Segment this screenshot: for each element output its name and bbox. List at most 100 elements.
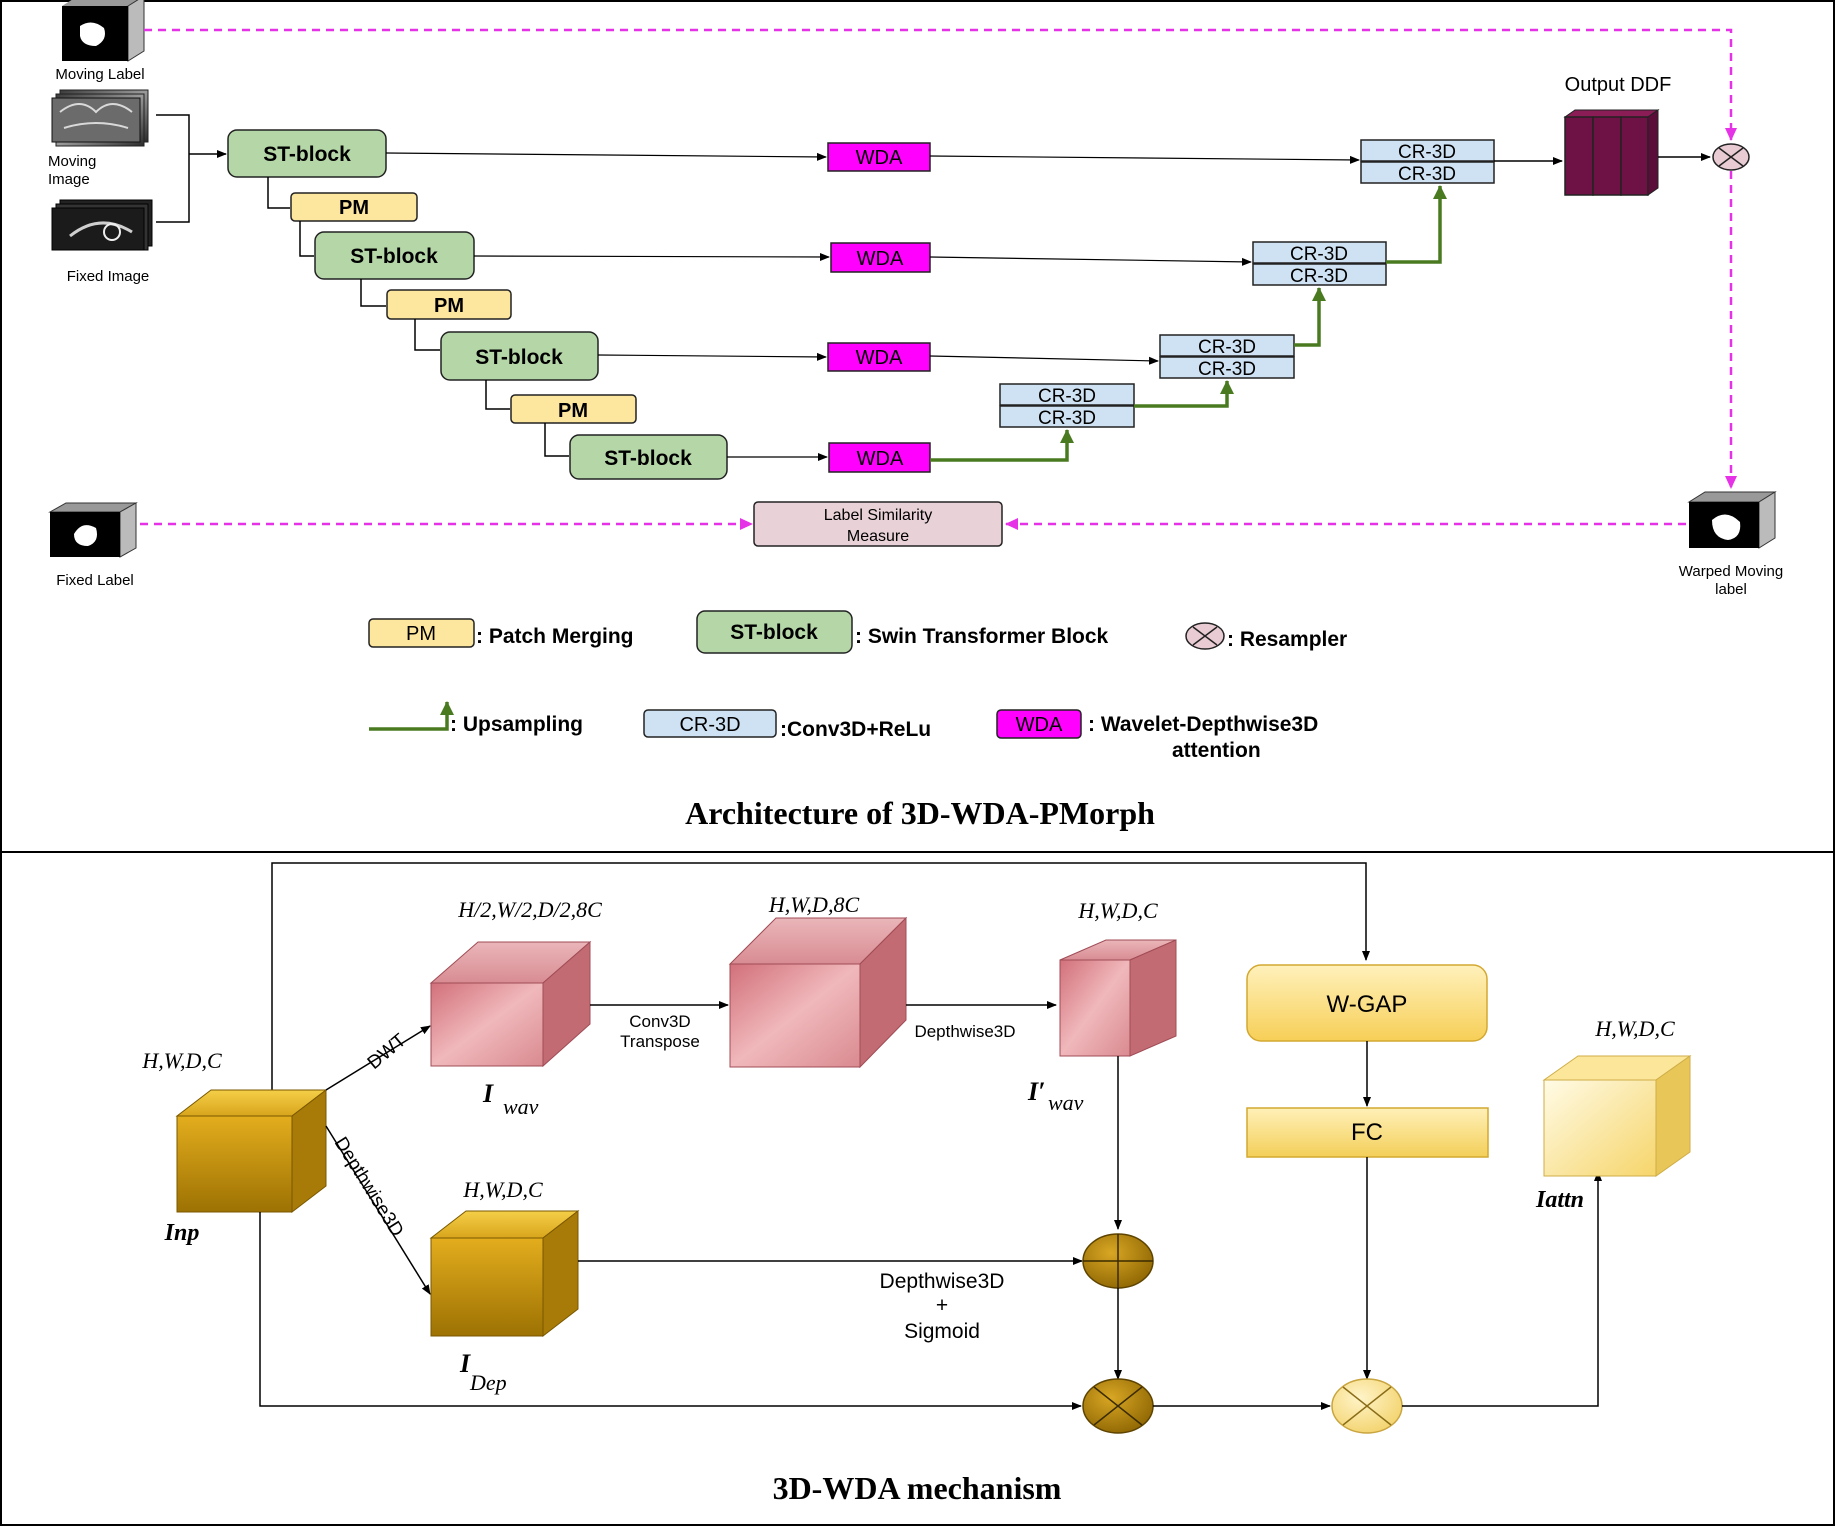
st-block-1: ST-block — [227, 129, 387, 178]
skip-line-to-wgap — [271, 862, 1370, 1090]
legend: PM : Patch Merging ST-block : Swin Trans… — [368, 610, 1347, 762]
legend-wda-swatch — [996, 709, 1082, 739]
legend-upsample-arrow — [369, 701, 454, 731]
label-similarity-box: Label Similarity Measure — [753, 501, 1003, 547]
label-iwavp-sub: wav — [1048, 1090, 1084, 1115]
cr3d-2a: CR-3D — [1290, 244, 1348, 265]
legend-wda-desc-2: attention — [1172, 739, 1261, 762]
fixed-image-stack — [51, 199, 153, 251]
wgap-box: W-GAP — [1246, 964, 1488, 1042]
cr3d-4a: CR-3D — [1038, 386, 1096, 407]
wgap-label: W-GAP — [1327, 991, 1408, 1018]
cube-idep — [429, 1209, 580, 1338]
cube-conv — [728, 916, 908, 1069]
legend-cr-swatch — [643, 709, 777, 738]
pm-box-1-label: PM — [339, 197, 369, 219]
connector-st3-pm3 — [485, 380, 510, 410]
fc-label: FC — [1351, 1119, 1383, 1146]
dim-wav: H/2,W/2,D/2,8C — [457, 897, 602, 922]
cr3d-4b: CR-3D — [1038, 408, 1096, 429]
wda-box-4-label: WDA — [857, 448, 904, 470]
moving-image-text-2: Image — [48, 171, 90, 188]
cr3d-pair-2: CR-3D CR-3D — [1252, 241, 1387, 287]
warped-label-text-1: Warped Moving — [1679, 563, 1784, 580]
dim-inp: H,W,D,C — [141, 1048, 222, 1073]
arrow-st2-wda2 — [473, 252, 830, 261]
bottom-panel-title: 3D-WDA mechanism — [773, 1470, 1062, 1506]
fixed-image-text: Fixed Image — [67, 268, 150, 285]
dep-sig-2: + — [936, 1294, 948, 1317]
cr3d-pair-3: CR-3D CR-3D — [1159, 334, 1295, 380]
arrow-wda1-cr1 — [929, 155, 1360, 164]
warped-label-volume — [1687, 491, 1777, 549]
label-similarity-2: Measure — [847, 528, 909, 545]
cr3d-1b: CR-3D — [1398, 164, 1456, 185]
wda-box-4: WDA — [828, 442, 931, 473]
connector-pm2-st3 — [414, 319, 440, 351]
upsample-arrow-2 — [1134, 380, 1234, 408]
label-iattn: Iattn — [1535, 1187, 1584, 1213]
legend-st-swatch — [696, 610, 853, 654]
wda-box-2-label: WDA — [857, 248, 904, 270]
moving-image-text-1: Moving — [48, 153, 96, 170]
label-iwav-sub: wav — [503, 1094, 539, 1119]
upsample-arrow-3 — [1294, 287, 1326, 347]
cube-inp — [175, 1088, 328, 1214]
input-merge-bracket — [156, 114, 190, 223]
wda-box-1-label: WDA — [856, 147, 903, 169]
st-block-4: ST-block — [569, 434, 728, 480]
arrow-depthwise-diag — [325, 1125, 431, 1295]
legend-st-box: ST-block — [730, 621, 818, 644]
pm-box-2 — [386, 289, 512, 320]
connector-st1-pm1 — [267, 177, 290, 209]
legend-st-desc: : Swin Transformer Block — [855, 625, 1109, 648]
label-inp: Inp — [164, 1220, 200, 1246]
legend-pm-box: PM — [406, 623, 436, 645]
cube-iattn — [1542, 1055, 1692, 1177]
warped-label-text-2: label — [1715, 581, 1747, 598]
cr3d-2b: CR-3D — [1290, 266, 1348, 287]
bottom-panel-frame — [0, 851, 1835, 1526]
moving-label-text: Moving Label — [55, 66, 144, 83]
fixed-label-text: Fixed Label — [56, 572, 134, 589]
fc-box: FC — [1246, 1107, 1489, 1158]
connector-st2-pm2 — [360, 279, 386, 307]
dim-wavp: H,W,D,C — [1077, 898, 1158, 923]
cube-iwav — [429, 940, 592, 1068]
conv-transpose-1: Conv3D — [629, 1012, 690, 1031]
pm-box-2-label: PM — [434, 295, 464, 317]
pm-box-3 — [510, 394, 637, 424]
legend-cr-box: CR-3D — [679, 714, 740, 736]
connector-pm1-st2 — [299, 221, 314, 257]
wda-box-2: WDA — [830, 242, 931, 273]
top-panel-title: Architecture of 3D-WDA-PMorph — [685, 795, 1155, 831]
output-ddf-block — [1563, 109, 1660, 196]
upsample-arrow-1 — [930, 429, 1074, 462]
depthwise-diag-label: Depthwise3D — [330, 1134, 408, 1241]
fixed-label-volume — [48, 502, 138, 558]
moving-image-stack — [51, 89, 149, 147]
cr3d-pair-4: CR-3D CR-3D — [999, 383, 1135, 429]
wda-box-3-label: WDA — [856, 347, 903, 369]
legend-up-desc: : Upsampling — [450, 713, 583, 736]
legend-resampler-desc: : Resampler — [1227, 628, 1347, 651]
pm-box-3-label: PM — [558, 400, 588, 422]
arrow-wda3-cr3 — [929, 355, 1159, 365]
arrow-st1-wda1 — [385, 152, 827, 161]
multiply-node-2 — [1331, 1378, 1403, 1434]
label-idep-main: I — [459, 1349, 471, 1378]
dim-attn: H,W,D,C — [1594, 1016, 1675, 1041]
legend-pm-swatch — [368, 618, 475, 648]
label-idep-sub: Dep — [469, 1370, 507, 1395]
arrow-wda2-cr2 — [929, 256, 1252, 266]
legend-wda-desc-1: : Wavelet-Depthwise3D — [1088, 713, 1318, 736]
dashed-moving-label-to-resampler — [144, 28, 1737, 141]
cr3d-3b: CR-3D — [1198, 359, 1256, 380]
st-block-2: ST-block — [314, 231, 475, 280]
cr3d-1a: CR-3D — [1398, 142, 1456, 163]
dwt-label: DWT — [364, 1030, 411, 1074]
legend-pm-desc: : Patch Merging — [476, 625, 634, 648]
arrow-mult2-to-iattn — [1402, 1171, 1602, 1407]
